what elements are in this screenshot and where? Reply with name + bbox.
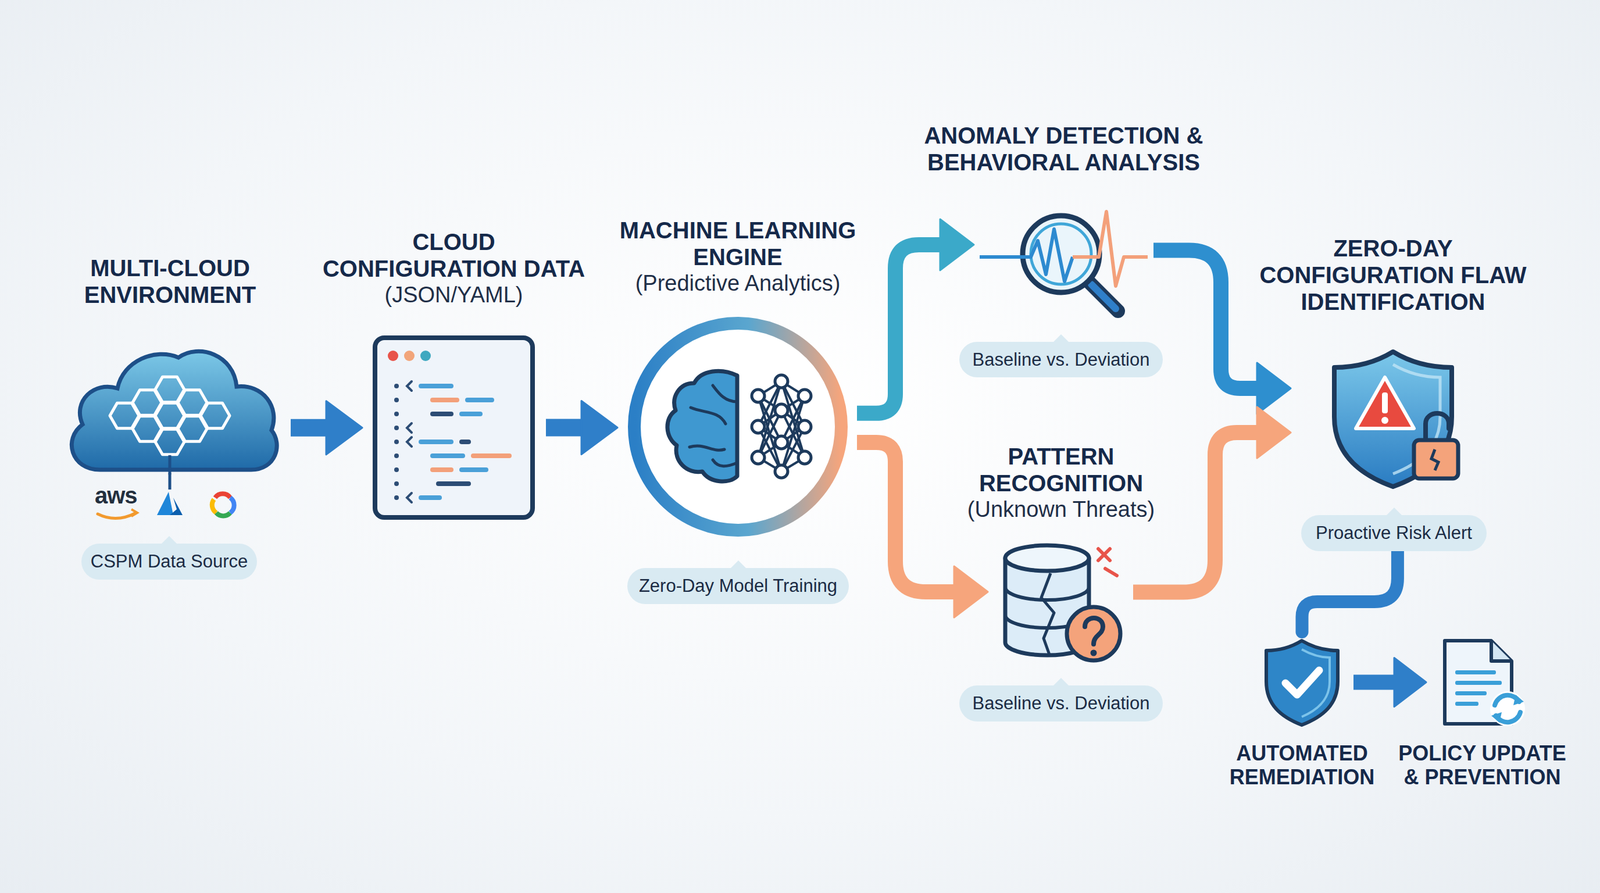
- doc-icon: [1438, 637, 1526, 727]
- stage-node: AUTOMATED REMEDIATION: [1262, 637, 1342, 727]
- aws-smile: [97, 512, 137, 519]
- cloud-icon: [59, 337, 281, 475]
- azure-logo: [156, 491, 174, 516]
- stage-node: CLOUD CONFIGURATION DATA(JSON/YAML): [372, 334, 536, 521]
- stage-heading: AUTOMATED REMEDIATION: [1218, 741, 1387, 790]
- stage-heading: ANOMALY DETECTION & BEHAVIORAL ANALYSIS: [901, 122, 1227, 176]
- stage-heading: ZERO-DAY CONFIGURATION FLAW IDENTIFICATI…: [1253, 234, 1533, 316]
- stage-heading-group: ZERO-DAY CONFIGURATION FLAW IDENTIFICATI…: [1253, 234, 1533, 316]
- arrow-head: [954, 566, 988, 618]
- connector-line: [1302, 551, 1398, 632]
- pill-text: Zero-Day Model Training: [638, 575, 838, 597]
- mag-icon: [979, 198, 1148, 322]
- pill-text: Baseline vs. Deviation: [972, 693, 1150, 714]
- stage-node: PATTERN RECOGNITION(Unknown Threats): [994, 540, 1128, 664]
- pill-text: CSPM Data Source: [90, 551, 249, 573]
- pill-text: Proactive Risk Alert: [1315, 522, 1473, 544]
- flow-connector: [856, 219, 974, 414]
- stage-heading-group: ANOMALY DETECTION & BEHAVIORAL ANALYSIS: [901, 122, 1227, 176]
- stage-heading: POLICY UPDATE & PREVENTION: [1392, 741, 1573, 790]
- shield-icon: [1326, 347, 1460, 490]
- pill-text: Baseline vs. Deviation: [972, 349, 1150, 371]
- flow-connector: [1133, 406, 1291, 593]
- connector-line: [1153, 250, 1260, 389]
- stage-subtitle: (JSON/YAML): [315, 281, 592, 309]
- flow-connector: [545, 401, 618, 455]
- info-pill: Baseline vs. Deviation: [959, 685, 1163, 722]
- info-pill: Proactive Risk Alert: [1301, 515, 1487, 552]
- stage-heading-group: MACHINE LEARNING ENGINE(Predictive Analy…: [604, 216, 872, 298]
- flow-connector: [290, 401, 363, 455]
- gcp-logo-yellow: [212, 499, 217, 513]
- connector-line: [856, 442, 957, 592]
- db-icon: [994, 540, 1128, 664]
- arrow-head: [326, 401, 363, 455]
- connector-line: [545, 419, 584, 437]
- gcp-logo-red: [215, 493, 231, 498]
- flow-connector: [1353, 658, 1427, 707]
- stage-heading-group: CLOUD CONFIGURATION DATA(JSON/YAML): [315, 228, 592, 309]
- arrow-head: [1394, 658, 1427, 707]
- stage-heading: PATTERN RECOGNITION: [962, 443, 1160, 497]
- aws-smile-tip: [131, 509, 138, 517]
- info-pill: Baseline vs. Deviation: [959, 341, 1163, 378]
- connector-line: [1353, 675, 1397, 691]
- info-pill: CSPM Data Source: [81, 543, 257, 580]
- provider-logo-text: aws: [94, 482, 138, 509]
- stage-heading-group: MULTI-CLOUD ENVIRONMENT: [65, 254, 275, 309]
- stage-heading-group: PATTERN RECOGNITION(Unknown Threats): [962, 443, 1160, 524]
- gcp-logo-green: [216, 512, 231, 516]
- connector-line: [290, 419, 329, 437]
- arrow-head: [1256, 406, 1291, 459]
- stage-node: ZERO-DAY CONFIGURATION FLAW IDENTIFICATI…: [1326, 347, 1460, 490]
- stage-heading: MULTI-CLOUD ENVIRONMENT: [65, 254, 275, 309]
- stage-node: MULTI-CLOUD ENVIRONMENT: [59, 337, 281, 475]
- stage-node: MACHINE LEARNING ENGINE(Predictive Analy…: [625, 314, 850, 539]
- stage-subtitle: (Predictive Analytics): [604, 270, 872, 298]
- check-icon: [1262, 637, 1342, 727]
- azure-logo-part: [169, 497, 183, 516]
- arrow-head: [1256, 362, 1291, 414]
- connector-line: [856, 244, 943, 414]
- flow-connector: [856, 442, 988, 618]
- stage-subtitle: (Unknown Threats): [962, 496, 1160, 524]
- arrow-head: [581, 401, 618, 455]
- stage-heading: CLOUD CONFIGURATION DATA: [315, 228, 592, 282]
- stage-heading-group: AUTOMATED REMEDIATION: [1218, 741, 1387, 790]
- stage-heading: MACHINE LEARNING ENGINE: [604, 216, 872, 271]
- arrow-head: [940, 219, 974, 271]
- flow-connector: [1302, 551, 1398, 632]
- gcp-logo-blue: [230, 497, 235, 513]
- cloud-stem: [168, 473, 172, 490]
- stage-node: ANOMALY DETECTION & BEHAVIORAL ANALYSIS: [979, 198, 1148, 322]
- brain-icon: [625, 314, 850, 539]
- stage-node: POLICY UPDATE & PREVENTION: [1438, 637, 1526, 727]
- info-pill: Zero-Day Model Training: [627, 568, 849, 605]
- code-icon: [372, 334, 536, 521]
- stage-heading-group: POLICY UPDATE & PREVENTION: [1392, 741, 1573, 790]
